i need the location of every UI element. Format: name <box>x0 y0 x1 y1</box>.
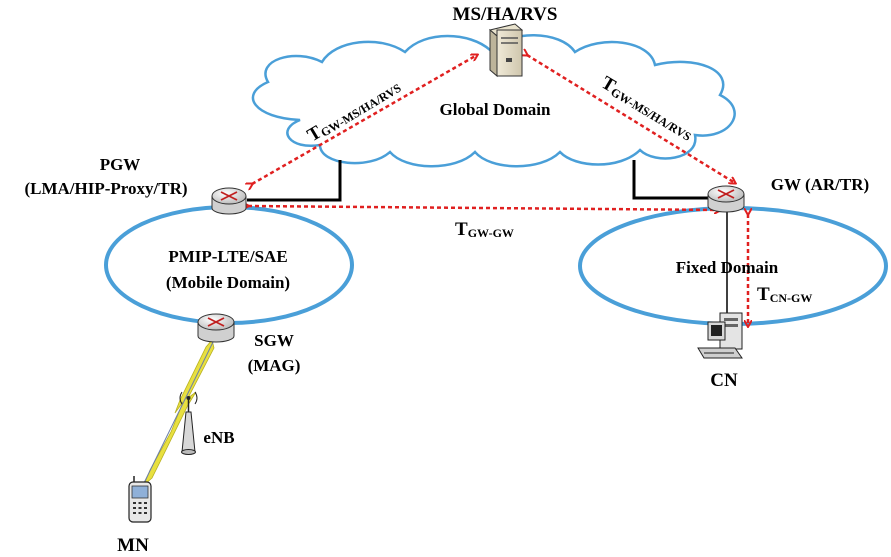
delay-arrows <box>248 55 748 326</box>
fixed-domain-label: Fixed Domain <box>676 258 779 277</box>
sgw-router-icon <box>197 313 235 343</box>
mn-label: MN <box>117 535 149 556</box>
delay-label-cn-gw: TCN-GW <box>757 284 812 305</box>
pgw-label: PGW <box>100 155 141 174</box>
delay-cn-gw-sub: CN-GW <box>770 291 813 305</box>
delay-label-gw-gw: TGW-GW <box>455 219 514 240</box>
server-label: MS/HA/RVS <box>453 4 558 25</box>
delay-gw-gw-main: T <box>455 219 468 240</box>
server-icon <box>488 23 524 78</box>
mobile-domain-sublabel: (Mobile Domain) <box>166 273 290 292</box>
pgw-router-icon <box>211 187 247 215</box>
global-domain-label: Global Domain <box>440 100 552 119</box>
enb-label: eNB <box>203 428 234 447</box>
sgw-role-label: (MAG) <box>248 356 301 375</box>
cn-label: CN <box>710 370 738 391</box>
arrow-pgw-gw <box>248 206 720 210</box>
pgw-role-label: (LMA/HIP-Proxy/TR) <box>24 179 187 198</box>
computer-icon <box>697 312 743 359</box>
arrow-pgw-server <box>252 55 477 184</box>
sgw-label: SGW <box>254 331 294 350</box>
delay-cn-gw-main: T <box>757 284 770 305</box>
mobile-phone-icon <box>128 476 152 523</box>
gw-router-icon <box>707 185 745 213</box>
delay-gw-gw-sub: GW-GW <box>468 226 514 240</box>
enb-antenna-icon <box>179 391 198 455</box>
arrow-server-gw <box>527 55 735 183</box>
wireless-link <box>142 339 215 486</box>
gw-label: GW (AR/TR) <box>771 175 869 194</box>
mobile-domain-label: PMIP-LTE/SAE <box>168 247 287 266</box>
